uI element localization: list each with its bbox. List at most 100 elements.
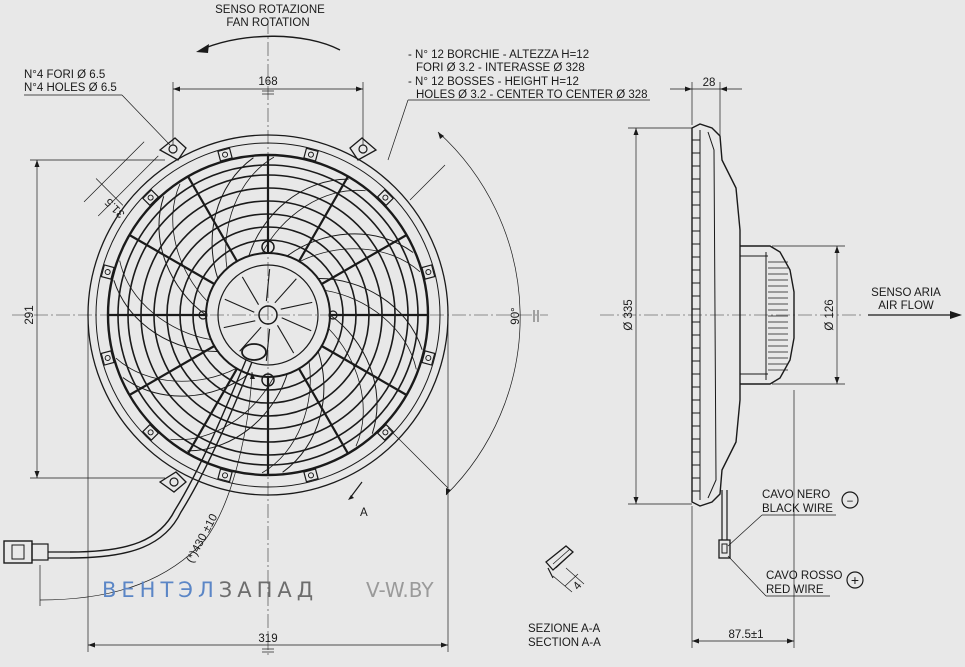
motor-shaft <box>258 305 278 325</box>
watermark-brand-part-2: ЗАПАД <box>219 578 318 602</box>
guard-spoke <box>321 345 408 396</box>
rotation-label-it: SENSO ROTAZIONE <box>215 4 325 16</box>
guard-spoke <box>321 234 408 285</box>
fan-blade-edge <box>261 361 311 474</box>
section-label-en: SECTION A-A <box>528 637 601 649</box>
fan-blade-edge <box>119 260 212 341</box>
fan-front-view <box>3 134 449 564</box>
bosses-note: - N° 12 BORCHIE - ALTEZZA H=12 FORI Ø 3.… <box>387 49 650 161</box>
fan-blade-edge <box>318 278 423 350</box>
mounting-boss <box>421 264 436 280</box>
guard-spoke <box>128 234 215 285</box>
fan-blade-edge <box>211 157 254 279</box>
cable-grommet <box>241 343 267 361</box>
dim-diameter-outer: Ø 335 <box>623 299 635 330</box>
mounting-boss <box>100 350 115 366</box>
hub-rib <box>280 301 313 310</box>
dim-diameter-motor: Ø 126 <box>824 299 836 330</box>
watermark-brand-part-1: ВЕНТЭЛ <box>102 578 219 602</box>
fan-blade-edge <box>286 233 414 257</box>
section-a-a: 4 SEZIONE A-A SECTION A-A <box>528 545 601 649</box>
mounting-boss <box>376 188 395 207</box>
mounting-boss <box>303 468 319 483</box>
red-wire-it: CAVO ROSSO <box>766 570 843 582</box>
minus-terminal-symbol <box>841 491 859 509</box>
shroud-inner-ring <box>95 142 441 488</box>
hub-rib <box>265 328 271 362</box>
hub-mount-left <box>198 310 208 320</box>
holes-note: N°4 FORI Ø 6.5 N°4 HOLES Ø 6.5 <box>24 69 171 146</box>
wire-terminal <box>718 539 731 559</box>
center-lines <box>12 20 862 655</box>
mounting-boss <box>100 264 115 280</box>
guard-spoke <box>128 345 215 396</box>
black-wire-symbol: − <box>847 496 854 508</box>
hub-mount-bottom <box>261 373 275 387</box>
hub-mount-right <box>328 310 338 320</box>
fan-blade-edge <box>115 357 237 382</box>
fan-side-view: 28 Ø 335 Ø 126 87.5±1 SENSO ARIA AIR FLO… <box>623 77 962 648</box>
guard-spoke <box>298 368 349 455</box>
airflow-label-it: SENSO ARIA <box>871 287 941 299</box>
bosses-line-1: - N° 12 BORCHIE - ALTEZZA H=12 <box>408 49 589 61</box>
hub-rib <box>276 325 295 354</box>
motor-fins <box>768 261 788 371</box>
fan-blade-edge <box>261 189 366 254</box>
mounting-tab-bottom-left <box>158 471 187 493</box>
black-wire-en: BLACK WIRE <box>762 503 833 515</box>
fan-blade-edge <box>248 178 349 257</box>
plus-terminal-symbol <box>846 571 864 589</box>
watermark-brand: ВЕНТЭЛЗАПАД <box>102 578 318 602</box>
mounting-boss <box>376 423 395 442</box>
mounting-boss <box>217 147 233 162</box>
section-marker: A <box>360 507 368 519</box>
front-dimensions: 168 291 319 31.5 90° (*)430 <box>24 76 539 653</box>
mounting-bosses <box>100 147 436 483</box>
dim-top-span: 168 <box>258 76 277 88</box>
bosses-line-3: - N° 12 BOSSES - HEIGHT H=12 <box>408 76 579 88</box>
fan-blade-edge <box>299 248 421 273</box>
fan-blade-edge <box>170 376 275 441</box>
red-wire-en: RED WIRE <box>766 584 824 596</box>
guard-spokes <box>108 155 428 475</box>
bosses-line-4: HOLES Ø 3.2 - CENTER TO CENTER Ø 328 <box>416 89 648 101</box>
fan-blade-edge <box>187 373 288 452</box>
mounting-boss <box>141 423 160 442</box>
fan-blade-edge <box>328 328 364 447</box>
hub-rib <box>241 276 260 305</box>
dim-angle: 90° <box>510 307 522 324</box>
shroud-outer-ring <box>87 134 449 496</box>
mounting-boss <box>217 468 233 483</box>
bosses-line-2: FORI Ø 3.2 - INTERASSE Ø 328 <box>416 62 585 74</box>
rotation-label-en: FAN ROTATION <box>226 17 309 29</box>
hub-rib <box>224 298 255 313</box>
fan-blade-edge <box>282 351 325 473</box>
dim-cable-length: (*)430 ±10 <box>184 512 220 565</box>
airflow-label-en: AIR FLOW <box>878 300 934 312</box>
hub-ribs <box>223 268 313 362</box>
hub-rib <box>265 268 271 302</box>
connector <box>3 540 70 564</box>
guard-spoke <box>187 368 238 455</box>
dim-section-thickness: 4 <box>571 579 585 592</box>
dim-height: 291 <box>24 305 36 324</box>
mounting-boss <box>141 188 160 207</box>
holes-note-en: N°4 HOLES Ø 6.5 <box>24 82 117 94</box>
watermark-site: V-W.BY <box>366 578 434 602</box>
guard-spoke <box>298 175 349 262</box>
fan-blade-edge <box>172 183 208 302</box>
motor-hub-inner <box>217 264 319 366</box>
side-frame-ribs <box>692 139 700 492</box>
fan-blade-edge <box>158 196 207 316</box>
black-wire-it: CAVO NERO <box>762 489 830 501</box>
red-wire-symbol: + <box>851 572 859 588</box>
hub-rib <box>274 278 297 304</box>
watermark: ВЕНТЭЛЗАПАД V-W.BY <box>102 578 434 602</box>
hub-rib <box>281 317 312 332</box>
holes-note-it: N°4 FORI Ø 6.5 <box>24 69 105 81</box>
fan-blade-edge <box>113 280 218 352</box>
dim-depth-top: 28 <box>703 77 716 89</box>
hub-rib <box>223 320 256 329</box>
guard-spoke <box>187 175 238 262</box>
